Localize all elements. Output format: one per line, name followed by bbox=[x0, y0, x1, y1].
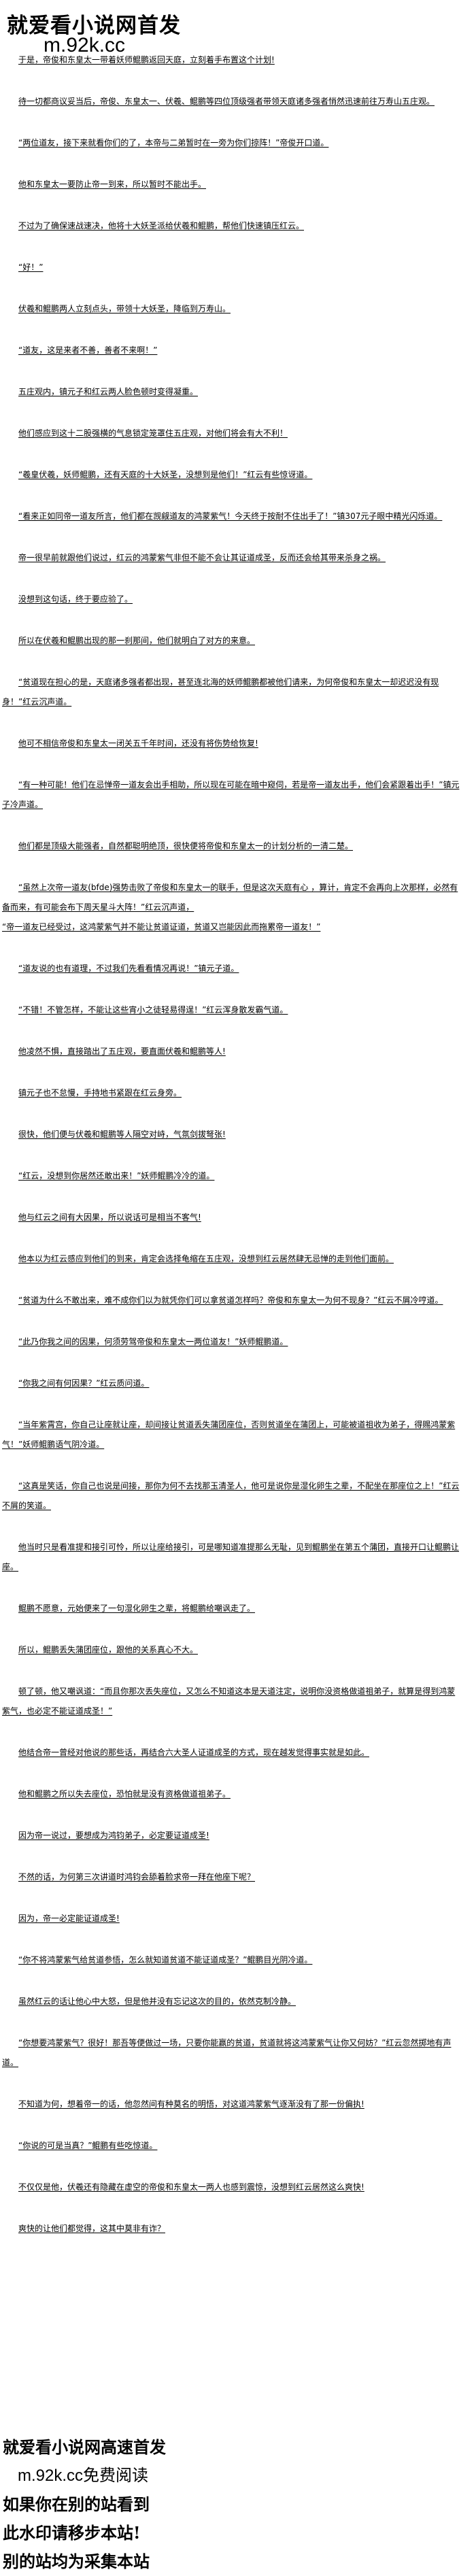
chapter-content: 于是，帝俊和东皇太一带着妖师鲲鹏返回天庭，立刻着手布置这个计划! 待一切都商议妥当… bbox=[2, 50, 462, 2260]
story-paragraph: 伏羲和鲲鹏两人立刻点头，带领十大妖圣，降临到万寿山。 bbox=[18, 304, 231, 313]
story-paragraph: 他本以为红云感应到他们的到来，肯定会选择龟缩在五庄观，没想到红云居然肆无忌惮的走… bbox=[18, 1254, 394, 1264]
story-paragraph: “红云，没想到你居然还敢出来！”妖师鲲鹏冷冷的道。 bbox=[18, 1171, 215, 1181]
watermark-footer-line: 如果你在别的站看到 bbox=[3, 2494, 150, 2514]
story-paragraph: “此乃你我之间的因果，何须劳驾帝俊和东皇太一两位道友！”妖师鲲鹏道。 bbox=[18, 1337, 288, 1346]
story-paragraph: “两位道友，接下来就看你们的了，本帝与二弟暂时在一旁为你们掠阵！”帝俊开口道。 bbox=[18, 138, 329, 148]
story-paragraph: 不过为了确保速战速决，他将十大妖圣派给伏羲和鲲鹏，帮他们快速镇压红云。 bbox=[18, 221, 305, 231]
story-paragraph: 因为，帝一必定能证道成圣! bbox=[18, 1914, 120, 1923]
story-paragraph: 很快，他们便与伏羲和鲲鹏等人隔空对峙，气氛剑拔弩张! bbox=[18, 1130, 226, 1139]
watermark-footer-line: 就爱看小说网高速首发 bbox=[3, 2437, 166, 2457]
story-paragraph: “你想要鸿蒙紫气？很好！那吾等便做过一场，只要你能赢的贫道，贫道就将这鸿蒙紫气让… bbox=[2, 2038, 452, 2067]
story-paragraph: “帝一道友已经受过，这鸿蒙紫气并不能让贫道证道，贫道又岂能因此而拖累帝一道友！” bbox=[2, 922, 321, 932]
story-paragraph: 他当时只是看准提和接引可怜，所以让座给接引，可是哪知道准提那么无耻，见到鲲鹏坐在… bbox=[2, 1542, 460, 1572]
story-paragraph: 他与红云之间有大因果，所以说话可是相当不客气! bbox=[18, 1213, 201, 1222]
story-paragraph: 镇元子也不怠慢，手持地书紧跟在红云身旁。 bbox=[18, 1088, 182, 1098]
story-paragraph: 他们感应到这十二股强横的气息锁定笼罩住五庄观，对他们将会有大不利！ bbox=[18, 428, 288, 438]
story-paragraph: 所以，鲲鹏丢失蒲团座位，跟他的关系真心不大。 bbox=[18, 1645, 199, 1655]
story-paragraph: “贫道现在担心的是，天庭诸多强者都出现，甚至连北海的妖师鲲鹏都被他们请来，为何帝… bbox=[2, 677, 439, 707]
story-paragraph: 鲲鹏不愿意，元始便来了一句湿化卵生之辈，将鲲鹏给嘲讽走了。 bbox=[18, 1604, 256, 1613]
story-paragraph: 所以在伏羲和鲲鹏出现的那一刹那间，他们就明白了对方的来意。 bbox=[18, 636, 256, 645]
watermark-footer-line: 别的站均为采集本站 bbox=[3, 2552, 150, 2571]
story-paragraph: “贫道为什么不敢出来，难不成你们以为就凭你们可以拿贫道怎样吗？帝俊和东皇太一为何… bbox=[18, 1295, 443, 1305]
story-paragraph: “当年紫霄宫，你自己让座就让座，却间接让贫道丢失蒲团座位，否则贫道坐在蒲团上，可… bbox=[2, 1420, 456, 1449]
story-paragraph: “看来正如同帝一道友所言，他们都在觊觎道友的鸿蒙紫气！今天终于按耐不住出手了！”… bbox=[18, 511, 443, 521]
story-paragraph: 他结合帝一曾经对他说的那些话，再结合六大圣人证道成圣的方式，现在越发觉得事实就是… bbox=[18, 1748, 370, 1757]
story-paragraph: 他可不相信帝俊和东皇太一闭关五千年时间，还没有将伤势给恢复! bbox=[18, 739, 258, 748]
story-paragraph: 爽快的让他们都觉得，这其中莫非有诈？ bbox=[18, 2224, 166, 2233]
watermark-site-url: m.92k.cc bbox=[44, 34, 126, 56]
story-paragraph: 没想到这句话，终于要应验了。 bbox=[18, 594, 133, 604]
watermark-footer: 就爱看小说网高速首发 m.92k.cc免费阅读 如果你在别的站看到 此水印请移步… bbox=[3, 2433, 166, 2576]
story-paragraph: “好！” bbox=[18, 262, 44, 272]
story-paragraph: 他凌然不惧，直接踏出了五庄观，要直面伏羲和鲲鹏等人! bbox=[18, 1047, 226, 1056]
story-paragraph: 不仅仅是他，伏羲还有隐藏在虚空的帝俊和东皇太一两人也感到震惊，没想到红云居然这么… bbox=[18, 2182, 364, 2192]
watermark-site-title: 就爱看小说网首发 bbox=[7, 14, 181, 38]
story-paragraph: 他和东皇太一要防止帝一到来，所以暂时不能出手。 bbox=[18, 180, 207, 189]
story-paragraph: 不知道为何，想着帝一的话，他忽然间有种莫名的明悟，对这道鸿蒙紫气逐渐没有了那一份… bbox=[18, 2099, 364, 2109]
story-paragraph: “你我之间有何因果？”红云质问道。 bbox=[18, 1378, 150, 1388]
story-paragraph: “道友说的也有道理，不过我们先看看情况再说！”镇元子道。 bbox=[18, 964, 239, 973]
story-paragraph: 虽然红云的话让他心中大怒，但是他并没有忘记这次的目的，依然克制冷静。 bbox=[18, 1997, 296, 2006]
watermark-footer-line: 此水印请移步本站! bbox=[3, 2523, 141, 2543]
story-paragraph: “有一种可能！他们在忌惮帝一道友会出手相助，所以现在可能在暗中窥伺，若是帝一道友… bbox=[2, 780, 460, 809]
story-paragraph: 待一切都商议妥当后，帝俊、东皇太一、伏羲、鲲鹏等四位顶级强者带领天庭诸多强者悄然… bbox=[18, 97, 435, 106]
story-paragraph: 于是，帝俊和东皇太一带着妖师鲲鹏返回天庭，立刻着手布置这个计划! bbox=[18, 55, 275, 65]
story-paragraph: 他们都是顶级大能强者，自然都聪明绝顶，很快便将帝俊和东皇太一的计划分析的一清二楚… bbox=[18, 841, 354, 851]
story-paragraph: 五庄观内，镇元子和红云两人脸色顿时变得凝重。 bbox=[18, 387, 199, 396]
story-paragraph: “虽然上次帝一道友(bfde)强势击败了帝俊和东皇太一的联手，但是这次天庭有心 … bbox=[2, 883, 458, 912]
story-paragraph: “道友，这是来者不善，善者不来啊！” bbox=[18, 345, 158, 355]
story-paragraph: “你说的可是当真？”鲲鹏有些吃惊道。 bbox=[18, 2141, 158, 2150]
story-paragraph: “羲皇伏羲，妖师鲲鹏，还有天庭的十大妖圣，没想到是他们！”红云有些惊讶道。 bbox=[18, 470, 313, 479]
watermark-footer-url: m.92k.cc免费阅读 bbox=[18, 2467, 149, 2485]
story-paragraph: 因为帝一说过，要想成为鸿钧弟子，必定要证道成圣! bbox=[18, 1831, 209, 1840]
story-paragraph: “不错！不管怎样，不能让这些宵小之徒轻易得逞！”红云浑身散发霸气道。 bbox=[18, 1005, 288, 1015]
story-paragraph: “这真是笑话，你自己也说是间接，那你为何不去找那玉清圣人，他可是说你是湿化卵生之… bbox=[2, 1481, 460, 1510]
story-paragraph: 他和鲲鹏之所以失去座位，恐怕就是没有资格做道祖弟子。 bbox=[18, 1789, 231, 1799]
story-paragraph: 顿了顿，他又嘲讽道：“而且你那次丢失座位，又怎么不知道这本是天道注定，说明你没资… bbox=[2, 1687, 456, 1716]
story-paragraph: 不然的话，为何第三次讲道时鸿钧会舔着脸求帝一拜在他座下呢？ bbox=[18, 1872, 256, 1882]
story-paragraph: “你不将鸿蒙紫气给贫道参悟，怎么就知道贫道不能证道成圣？”鲲鹏目光阴冷道。 bbox=[18, 1955, 313, 1965]
story-paragraph: 帝一很早前就跟他们说过，红云的鸿蒙紫气非但不能不会让其证道成圣，反而还会给其带来… bbox=[18, 553, 386, 562]
